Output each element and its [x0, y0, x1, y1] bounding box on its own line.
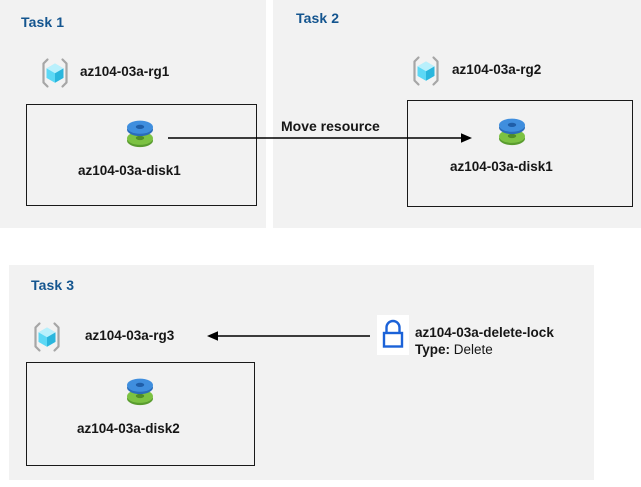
task-title-2: Task 2	[296, 10, 340, 26]
resource-container-box-2	[407, 100, 633, 207]
resource-container-box-1	[26, 104, 257, 206]
disk-label-3: az104-03a-disk2	[77, 421, 180, 436]
lock-arrow	[207, 331, 370, 341]
task-title-1: Task 1	[21, 14, 65, 30]
lock-icon	[377, 315, 409, 355]
disk-icon	[499, 118, 525, 146]
task-panel-2	[273, 0, 641, 228]
move-resource-arrow	[168, 133, 472, 143]
move-resource-label: Move resource	[281, 118, 380, 134]
lock-type-key: Type:	[415, 342, 454, 357]
resource-group-icon	[42, 58, 68, 88]
disk-icon	[127, 120, 153, 148]
lock-name-label: az104-03a-delete-lock	[415, 325, 554, 340]
disk-icon	[127, 378, 153, 406]
disk-label-2: az104-03a-disk1	[450, 159, 553, 174]
lock-type-value: Delete	[453, 342, 493, 357]
task-panel-1	[0, 0, 266, 228]
disk-label-1: az104-03a-disk1	[78, 163, 181, 178]
lock-type-row: Type: Delete	[415, 341, 554, 358]
resource-group-icon	[413, 56, 439, 86]
resource-group-label-2: az104-03a-rg2	[452, 62, 542, 77]
lock-label-block: az104-03a-delete-lock Type: Delete	[415, 324, 554, 358]
resource-group-label-1: az104-03a-rg1	[80, 64, 170, 79]
resource-container-box-3	[26, 362, 255, 466]
resource-group-label-3: az104-03a-rg3	[85, 328, 175, 343]
resource-group-icon	[34, 322, 60, 352]
task-panel-3	[9, 265, 594, 480]
task-title-3: Task 3	[31, 277, 75, 293]
